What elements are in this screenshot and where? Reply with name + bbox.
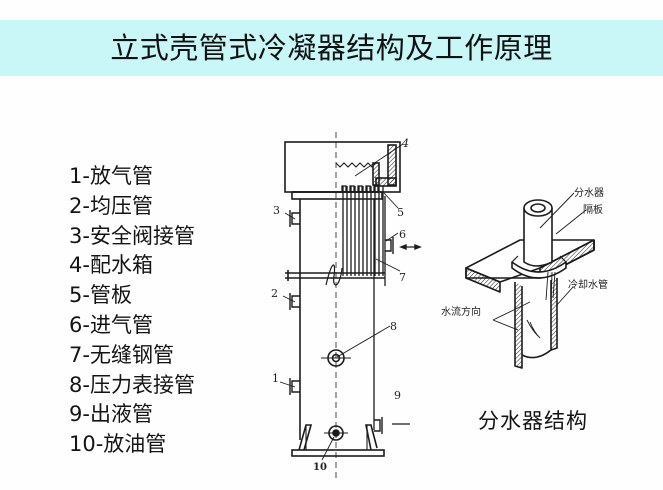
distributor-diagram: 分水器 隔板 冷却水管 水流方向 xyxy=(441,187,608,369)
leader-lines xyxy=(279,143,404,461)
legend-item: 7-无缝钢管 xyxy=(69,342,174,367)
pressure-gauge-connection xyxy=(321,349,351,367)
callout-6: 6 xyxy=(399,228,406,241)
callout-10: 10 xyxy=(313,462,327,473)
legend-item: 6-进气管 xyxy=(69,312,153,337)
legend-item: 1-放气管 xyxy=(69,164,153,188)
shell xyxy=(285,132,386,478)
callout-5: 5 xyxy=(397,206,404,219)
title-banner: 立式壳管式冷凝器结构及工作原理 xyxy=(0,20,663,76)
cooling-water-pipe xyxy=(514,278,558,369)
legend-item: 3-安全阀接管 xyxy=(69,223,195,248)
distributor-caption: 分水器结构 xyxy=(478,409,588,433)
legend-item: 10-放油管 xyxy=(69,432,167,457)
oil-drain xyxy=(324,425,348,441)
callout-3: 3 xyxy=(273,204,280,217)
label-flow-direction: 水流方向 xyxy=(441,305,481,318)
callout-8: 8 xyxy=(390,320,397,333)
callout-1: 1 xyxy=(272,372,279,385)
legend-item: 5-管板 xyxy=(69,283,132,308)
legend-item: 8-压力表接管 xyxy=(69,372,195,397)
callout-9: 9 xyxy=(394,389,401,402)
callout-7: 7 xyxy=(399,271,406,284)
nozzles xyxy=(289,210,422,434)
distributor-leaders xyxy=(492,192,587,331)
flow-streaks xyxy=(526,271,556,339)
component-legend: 1-放气管 2-均压管 3-安全阀接管 4-配水箱 5-管板 6-进气管 7-无… xyxy=(69,162,195,460)
base-support xyxy=(291,424,385,457)
label-distributor: 分水器 xyxy=(574,187,604,199)
label-cooling-pipe: 冷却水管 xyxy=(568,278,608,291)
callout-2: 2 xyxy=(271,287,278,300)
legend-item: 2-均压管 xyxy=(69,193,153,218)
label-partition: 隔板 xyxy=(583,203,603,216)
page-title: 立式壳管式冷凝器结构及工作原理 xyxy=(110,31,553,65)
condenser-diagram: 4 5 6 7 3 2 1 8 9 10 xyxy=(271,132,422,478)
legend-item: 9-出液管 xyxy=(69,402,153,427)
callout-4: 4 xyxy=(401,137,409,150)
tube-bundle xyxy=(341,185,384,276)
legend-item: 4-配水箱 xyxy=(69,253,153,278)
